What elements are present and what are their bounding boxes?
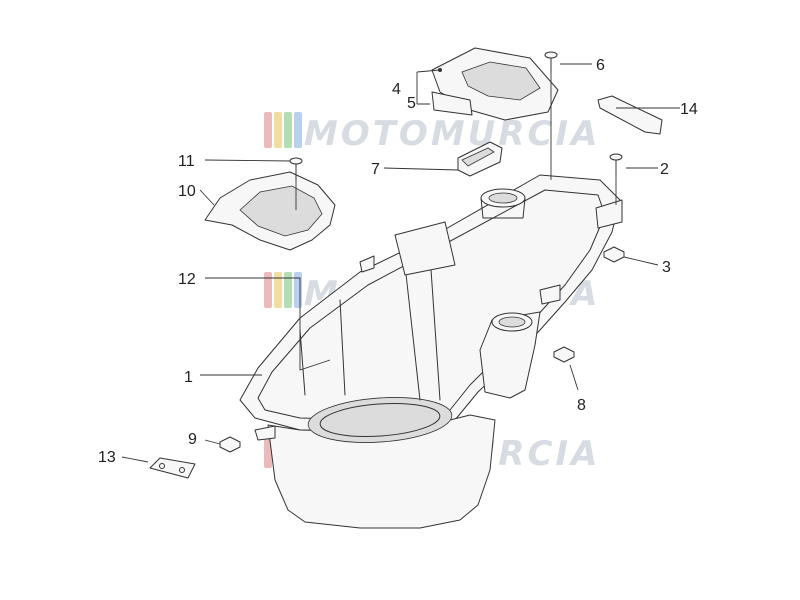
callout-8: 8 — [577, 397, 586, 414]
callout-2: 2 — [660, 161, 669, 178]
part-nut-9 — [219, 436, 241, 453]
callout-4: 4 — [392, 81, 401, 98]
callout-7: 7 — [371, 161, 380, 178]
part-helmet-compartment — [239, 174, 623, 529]
callout-12: 12 — [178, 271, 196, 288]
part-screw-11 — [289, 157, 303, 181]
callout-labels: 1 2 3 4 5 6 7 8 9 10 11 12 13 14 — [98, 57, 698, 466]
part-screw-2 — [609, 153, 623, 176]
callout-10: 10 — [178, 183, 196, 200]
part-seal-strip — [597, 95, 663, 135]
part-lid-handle — [431, 47, 559, 121]
callout-1: 1 — [184, 369, 193, 386]
callout-14: 14 — [680, 101, 698, 118]
part-cover — [204, 171, 336, 251]
callout-3: 3 — [662, 259, 671, 276]
watermark-top: MOTOMURCIA — [264, 112, 600, 154]
callout-13: 13 — [98, 449, 116, 466]
callout-5: 5 — [407, 95, 416, 112]
part-screw-6 — [544, 51, 558, 73]
part-nut-3 — [603, 246, 625, 263]
callout-11: 11 — [178, 153, 195, 170]
leader-lines — [121, 63, 680, 463]
callout-9: 9 — [188, 431, 197, 448]
part-plate-13 — [149, 457, 196, 479]
watermark-text: MOTOMURCIA — [304, 114, 600, 154]
part-nut-8 — [553, 346, 575, 363]
callout-6: 6 — [596, 57, 605, 74]
